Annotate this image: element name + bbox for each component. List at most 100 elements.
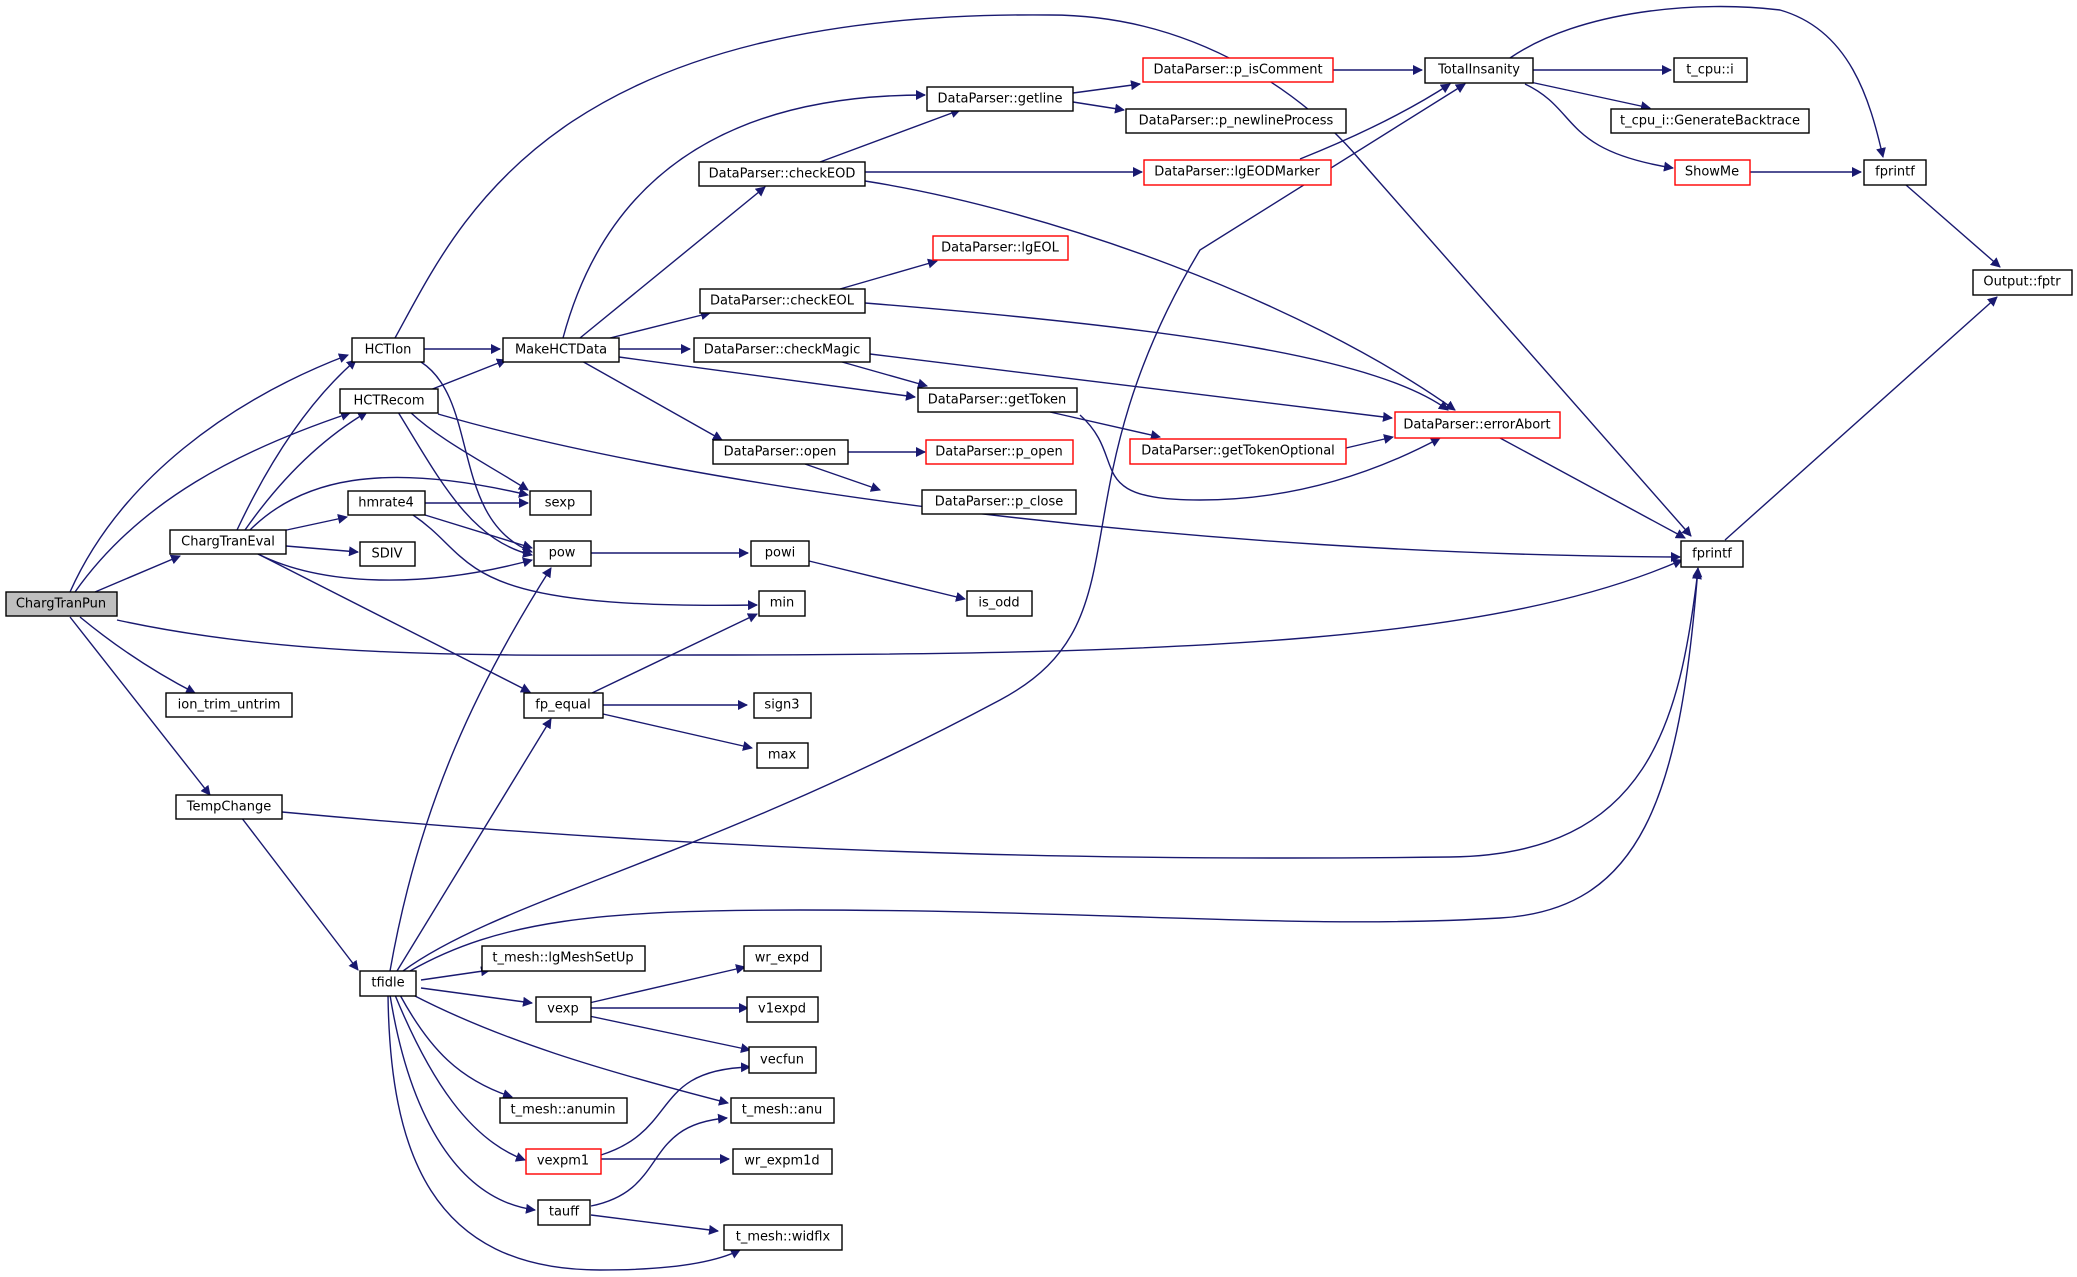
node-dataparser-p-iscomment[interactable]: DataParser::p_isComment <box>1142 57 1334 83</box>
node-wr-expm1d[interactable]: wr_expm1d <box>732 1148 833 1175</box>
node-t-mesh-widflx[interactable]: t_mesh::widflx <box>723 1224 843 1251</box>
edge <box>402 83 1466 972</box>
node-chargtranpun[interactable]: ChargTranPun <box>5 591 118 617</box>
node-dataparser-p-close[interactable]: DataParser::p_close <box>921 489 1077 515</box>
node-sexp[interactable]: sexp <box>529 490 592 516</box>
edge <box>281 569 1702 859</box>
node-dataparser-gettokenoptional[interactable]: DataParser::getTokenOptional <box>1129 438 1347 465</box>
node-max[interactable]: max <box>756 742 809 769</box>
edge <box>590 1214 719 1235</box>
node-t-cpu-i[interactable]: t_cpu::i <box>1673 57 1748 83</box>
node-fprintf-top[interactable]: fprintf <box>1863 159 1927 186</box>
edge <box>834 359 928 389</box>
node-fp-equal[interactable]: fp_equal <box>523 692 604 719</box>
node-ion-trim-untrim[interactable]: ion_trim_untrim <box>165 692 293 718</box>
node-output-fptr[interactable]: Output::fptr <box>1972 269 2073 296</box>
edge <box>285 545 359 557</box>
edge <box>1345 434 1394 449</box>
node-dataparser-checkeod[interactable]: DataParser::checkEOD <box>698 161 866 187</box>
node-pow[interactable]: pow <box>533 540 592 567</box>
edge <box>412 514 758 611</box>
node-label: ShowMe <box>1685 165 1739 180</box>
node-t-mesh-anumin[interactable]: t_mesh::anumin <box>499 1097 628 1124</box>
node-label: fprintf <box>1692 547 1732 562</box>
node-label: fprintf <box>1875 165 1915 180</box>
node-makehctdata[interactable]: MakeHCTData <box>502 337 620 363</box>
node-tfidle[interactable]: tfidle <box>359 970 417 997</box>
edge <box>819 108 961 163</box>
node-label: is_odd <box>978 596 1019 611</box>
node-label: tauff <box>549 1205 580 1220</box>
node-dataparser-open[interactable]: DataParser::open <box>712 439 849 465</box>
node-label: vexpm1 <box>537 1154 589 1169</box>
edge <box>69 616 211 796</box>
node-dataparser-p-newlineprocess[interactable]: DataParser::p_newlineProcess <box>1125 108 1347 134</box>
edge <box>1072 80 1141 94</box>
node-wr-expd[interactable]: wr_expd <box>743 945 822 972</box>
node-label: t_cpu::i <box>1686 63 1734 78</box>
node-vexp[interactable]: vexp <box>535 996 592 1023</box>
node-label: max <box>768 748 797 763</box>
node-generatebacktrace[interactable]: t_cpu_i::GenerateBacktrace <box>1610 108 1810 134</box>
node-dataparser-getline[interactable]: DataParser::getline <box>926 86 1074 112</box>
edge <box>249 476 529 531</box>
node-vecfun[interactable]: vecfun <box>748 1046 817 1074</box>
node-label: DataParser::p_open <box>935 445 1062 460</box>
node-label: DataParser::getline <box>937 92 1062 107</box>
node-label: v1expd <box>758 1002 806 1017</box>
node-label: t_mesh::widflx <box>736 1230 831 1245</box>
node-v1expd[interactable]: v1expd <box>746 996 819 1023</box>
node-label: TotalInsanity <box>1437 63 1520 78</box>
node-fprintf-mid[interactable]: fprintf <box>1680 540 1744 568</box>
edge <box>864 302 1449 411</box>
node-hction[interactable]: HCTIon <box>351 337 425 363</box>
node-label: t_mesh::anu <box>742 1103 822 1118</box>
edge <box>618 356 916 401</box>
edge <box>588 964 746 1004</box>
node-lgmeshsetup[interactable]: t_mesh::lgMeshSetUp <box>481 945 646 972</box>
node-dataparser-checkeol[interactable]: DataParser::checkEOL <box>699 288 866 314</box>
edge <box>864 180 1456 411</box>
edge <box>244 411 368 531</box>
edge <box>1529 81 1651 111</box>
node-chargtraneval[interactable]: ChargTranEval <box>169 529 287 555</box>
edge <box>591 613 758 694</box>
node-hmrate4[interactable]: hmrate4 <box>347 490 426 516</box>
node-dataparser-errorabort[interactable]: DataParser::errorAbort <box>1394 411 1561 439</box>
node-tempchange[interactable]: TempChange <box>175 794 283 820</box>
edge <box>579 359 723 441</box>
node-is-odd[interactable]: is_odd <box>966 590 1033 617</box>
node-sdiv[interactable]: SDIV <box>359 541 416 567</box>
node-dataparser-checkmagic[interactable]: DataParser::checkMagic <box>693 337 871 363</box>
node-label: vexp <box>547 1002 578 1017</box>
edge <box>420 361 533 554</box>
edge <box>389 567 552 972</box>
edge <box>257 553 533 581</box>
node-powi[interactable]: powi <box>750 540 810 567</box>
edge <box>394 994 526 1162</box>
edge <box>424 514 533 551</box>
node-showme[interactable]: ShowMe <box>1674 159 1751 186</box>
edge <box>1079 414 1441 501</box>
node-hctrecom[interactable]: HCTRecom <box>339 388 439 414</box>
edge <box>579 186 766 339</box>
edge <box>562 90 926 339</box>
node-totalinsanity[interactable]: TotalInsanity <box>1424 57 1534 84</box>
node-t-mesh-anu[interactable]: t_mesh::anu <box>730 1097 835 1124</box>
node-dataparser-lgeol[interactable]: DataParser::lgEOL <box>932 235 1069 261</box>
edge <box>602 713 753 751</box>
node-label: SDIV <box>372 547 403 562</box>
node-vexpm1[interactable]: vexpm1 <box>525 1148 602 1175</box>
node-sign3[interactable]: sign3 <box>753 692 812 719</box>
node-min[interactable]: min <box>758 590 806 617</box>
node-tauff[interactable]: tauff <box>537 1199 591 1226</box>
node-label: powi <box>765 546 795 561</box>
edge <box>1524 83 1674 172</box>
node-dataparser-lgeodmarker[interactable]: DataParser::lgEODMarker <box>1143 159 1332 186</box>
edge <box>236 359 357 531</box>
node-label: min <box>770 596 795 611</box>
node-dataparser-gettoken[interactable]: DataParser::getToken <box>917 387 1078 413</box>
node-dataparser-p-open[interactable]: DataParser::p_open <box>925 439 1074 465</box>
edge <box>74 411 351 593</box>
node-label: DataParser::checkEOD <box>709 167 856 182</box>
